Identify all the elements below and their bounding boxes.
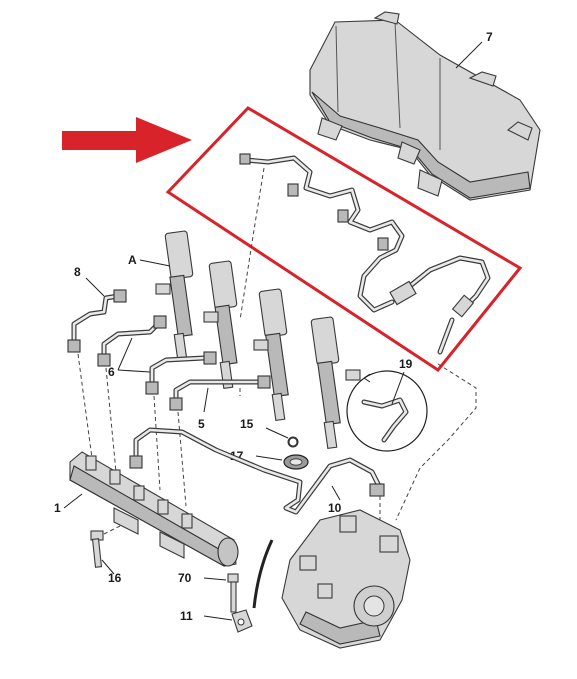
return-hose-part	[239, 153, 491, 355]
seal-15	[287, 436, 299, 448]
detail-19	[346, 370, 428, 452]
injector-pipe-5	[169, 375, 271, 411]
bolt-70	[227, 573, 239, 613]
high-pressure-pump-part	[281, 509, 411, 649]
label-A: A	[128, 253, 137, 267]
injector-1	[155, 230, 194, 362]
label-11: 11	[180, 609, 193, 623]
injector-4	[310, 316, 361, 450]
label-15: 15	[240, 417, 254, 431]
injector-3	[253, 288, 289, 422]
bolt-16	[90, 530, 104, 568]
injector-pipe-8	[67, 289, 127, 353]
label-10: 10	[328, 501, 342, 515]
high-pressure-pipe-10	[129, 427, 385, 515]
seal-17	[283, 454, 309, 470]
label-19: 19	[399, 357, 413, 371]
label-7: 7	[486, 30, 493, 44]
highlight-box	[165, 106, 523, 373]
injector-pipe-6b	[145, 351, 217, 395]
injector-pipe-6a	[97, 315, 167, 367]
fuel-rail-part	[69, 451, 239, 567]
label-8: 8	[74, 265, 81, 279]
label-1: 1	[54, 501, 61, 515]
label-6: 6	[108, 365, 115, 379]
label-16: 16	[108, 571, 122, 585]
bracket-11	[231, 609, 253, 633]
label-5: 5	[198, 417, 205, 431]
red-arrow-icon	[62, 117, 192, 163]
engine-cover-part	[309, 11, 541, 201]
label-70: 70	[178, 571, 192, 585]
injector-2	[203, 260, 238, 390]
